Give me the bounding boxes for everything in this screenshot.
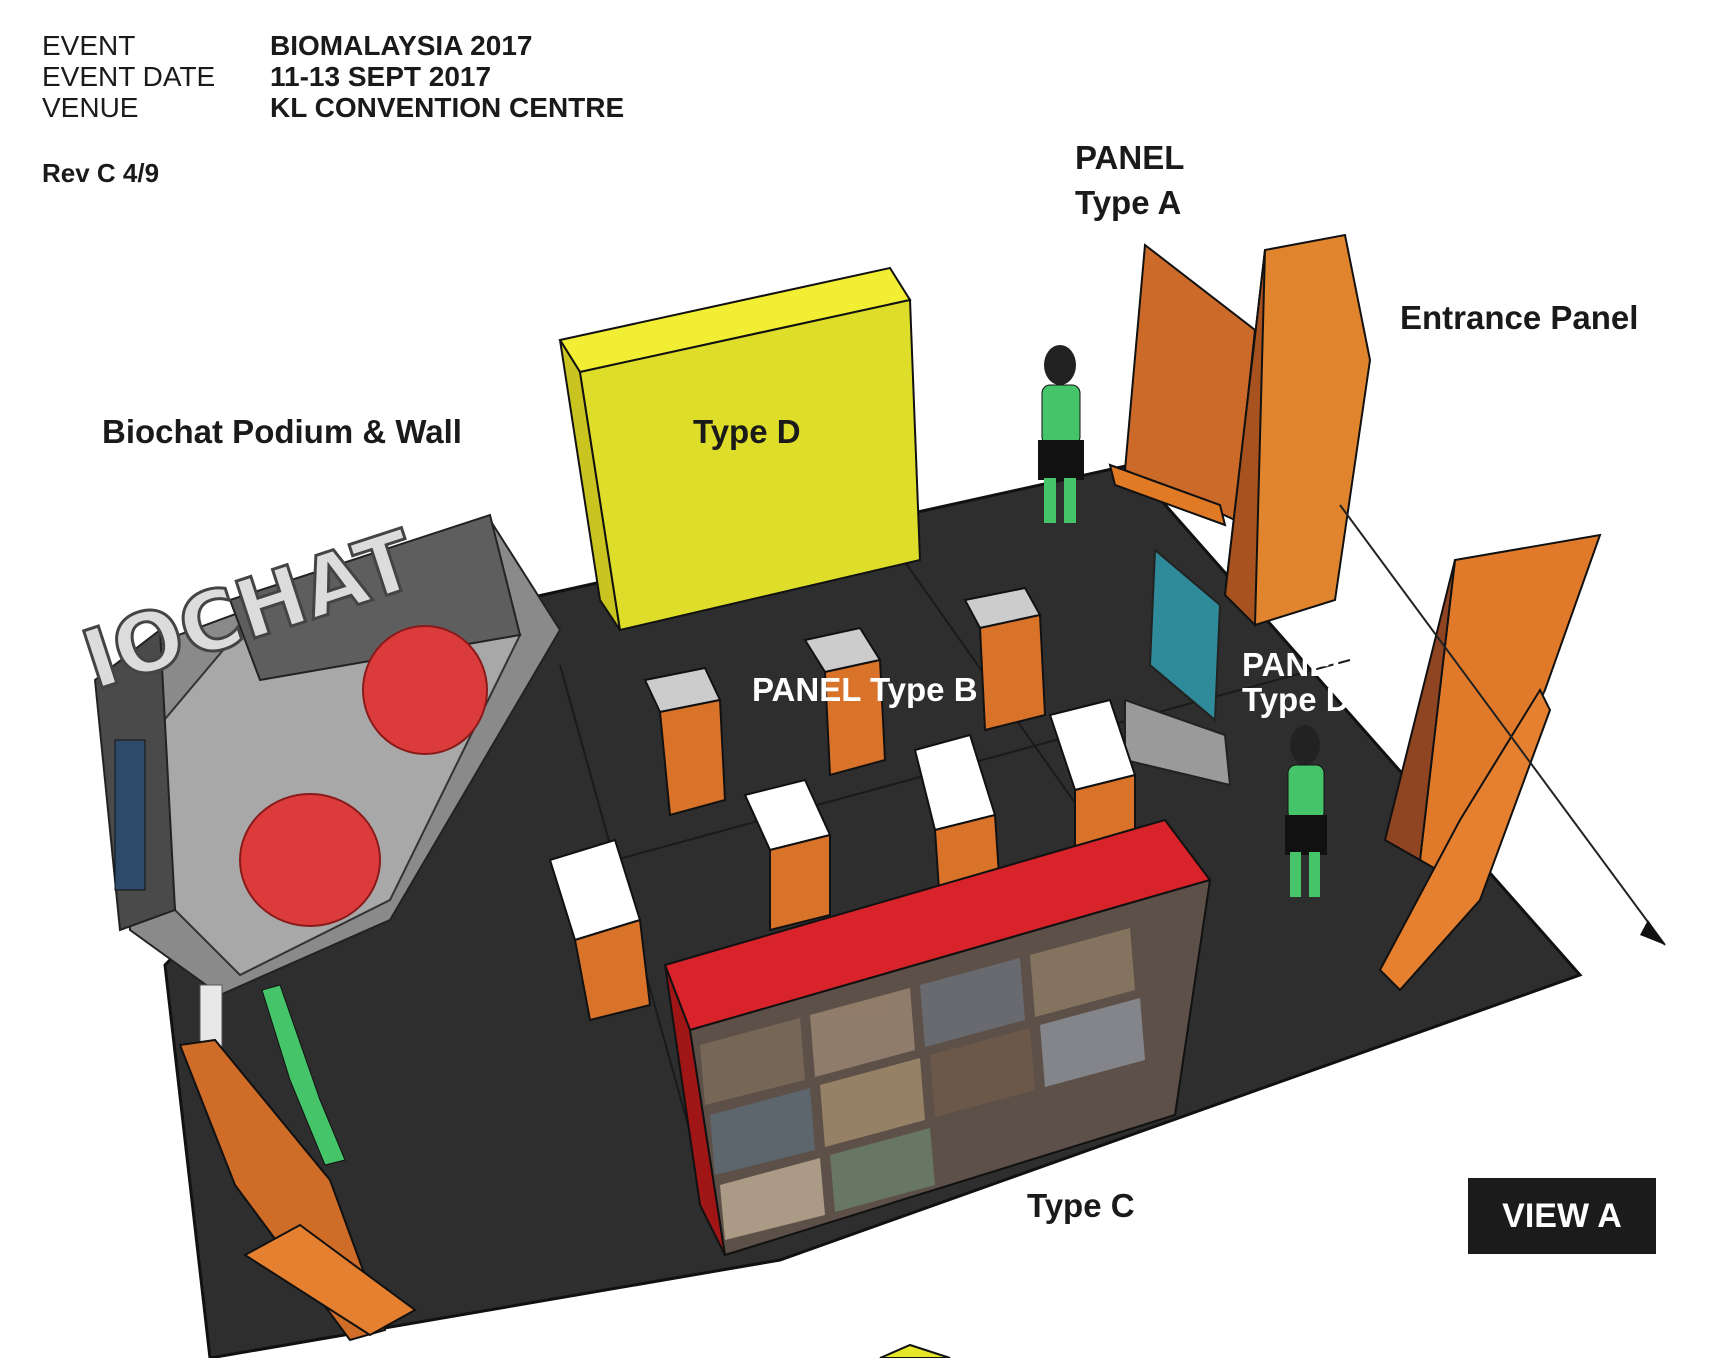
revision-label: Rev C 4/9 (42, 158, 160, 188)
pedestal-1 (643, 666, 727, 817)
pedestal-3 (963, 586, 1047, 732)
header-keys: EVENT EVENT DATE VENUE (42, 30, 215, 123)
label-panel-type-d-line1: PANEL (1242, 646, 1352, 683)
entrance-panel-right-side (1383, 559, 1456, 862)
pedestal-7 (548, 838, 652, 1022)
header-value-event-date: 11-13 SEPT 2017 (270, 61, 492, 92)
dimension-arrowhead (1640, 920, 1665, 945)
entrance-panel-left-side (1223, 249, 1266, 628)
dimension-line (1339, 504, 1666, 946)
view-a-badge: VIEW A (1468, 1178, 1656, 1254)
panel-type-d-glass (1148, 547, 1222, 723)
orange-panel-lower-left-base (243, 1223, 417, 1337)
label-entrance-panel: Entrance Panel (1400, 299, 1639, 336)
entrance-panel-stand (1378, 687, 1552, 992)
label-panel-type-a-line2: Type A (1075, 184, 1182, 221)
header-values: BIOMALAYSIA 2017 11-13 SEPT 2017 KL CONV… (270, 30, 624, 123)
label-panel-type-b: PANEL Type B (752, 671, 978, 708)
header-key-event: EVENT (42, 30, 136, 61)
header-key-venue: VENUE (42, 92, 139, 123)
label-panel-type-d-line2: Type D (1242, 681, 1350, 718)
label-panel-type-a-line1: PANEL (1075, 139, 1185, 176)
biochat-screen (114, 739, 146, 891)
collage-tiles (700, 928, 1145, 1240)
label-biochat-podium: Biochat Podium & Wall (102, 413, 462, 450)
person-figure-left (261, 984, 346, 1166)
bean-bag-lower (239, 793, 381, 927)
label-type-c: Type C (1027, 1187, 1135, 1224)
person-figure-back (1038, 345, 1084, 523)
person-figure-right (1285, 725, 1327, 897)
header-key-event-date: EVENT DATE (42, 61, 216, 92)
header-value-venue: KL CONVENTION CENTRE (270, 92, 625, 123)
bean-bag-upper (362, 625, 488, 755)
type-d-wall-face (578, 298, 922, 632)
pedestal-2 (803, 626, 887, 777)
pedestal-4 (743, 778, 832, 932)
yellow-element-bottom (879, 1343, 951, 1358)
entrance-panel-right-face (1418, 533, 1602, 882)
panel-type-d-base (1124, 698, 1232, 787)
header-value-event: BIOMALAYSIA 2017 (270, 30, 533, 61)
panel-type-a-base (1108, 463, 1227, 527)
label-type-d: Type D (693, 413, 801, 450)
